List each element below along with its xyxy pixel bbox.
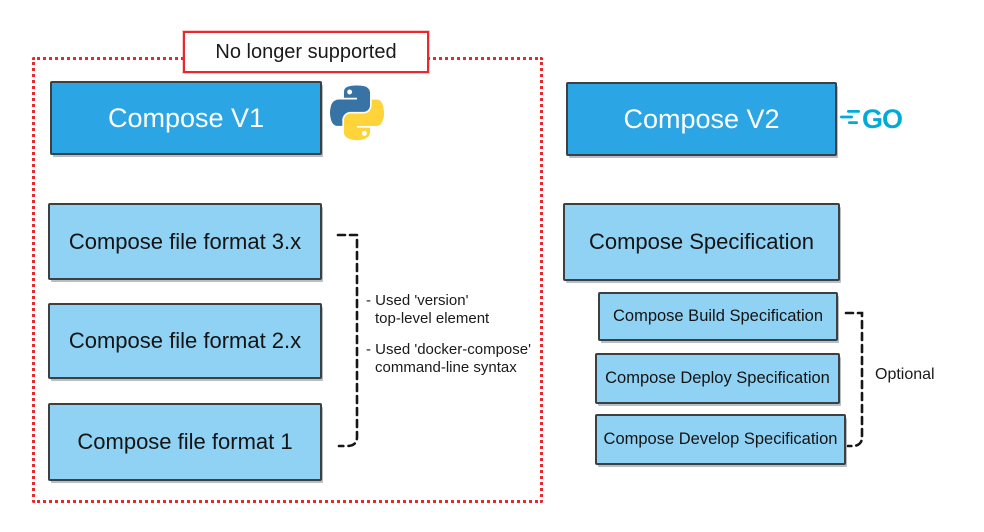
compose-develop-specification-box: Compose Develop Specification [595, 414, 846, 465]
compose-build-specification-box: Compose Build Specification [598, 292, 838, 341]
compose-v2-box: Compose V2 [566, 82, 837, 156]
note-docker-compose-line1: - Used 'docker-compose' [366, 341, 531, 358]
note-docker-compose-line2: command-line syntax [375, 359, 517, 376]
compose-build-specification-label: Compose Build Specification [612, 307, 824, 325]
optional-label: Optional [875, 366, 935, 383]
compose-deploy-specification-label: Compose Deploy Specification [605, 369, 830, 387]
compose-v1-label: Compose V1 [107, 102, 265, 133]
deprecated-banner-label: No longer supported [215, 40, 397, 63]
compose-specification-box: Compose Specification [563, 203, 840, 281]
note-version-line1: - Used 'version' [366, 292, 469, 309]
note-version-line2: top-level element [375, 310, 490, 327]
compose-file-format-3x-label: Compose file format 3.x [68, 228, 302, 254]
v1-notes: - Used 'version' top-level element - Use… [366, 292, 531, 390]
compose-v1-box: Compose V1 [50, 81, 322, 155]
compose-specification-label: Compose Specification [588, 229, 814, 254]
compose-file-format-3x-box: Compose file format 3.x [48, 203, 322, 280]
optional-bracket [844, 311, 864, 448]
note-version: - Used 'version' top-level element [366, 292, 531, 328]
svg-text:GO: GO [862, 104, 902, 134]
note-docker-compose: - Used 'docker-compose' command-line syn… [366, 341, 531, 377]
compose-file-format-2x-box: Compose file format 2.x [48, 303, 322, 379]
go-icon: GO [840, 104, 903, 134]
compose-file-format-1-box: Compose file format 1 [48, 403, 322, 481]
compose-develop-specification-label: Compose Develop Specification [603, 430, 838, 448]
compose-deploy-specification-box: Compose Deploy Specification [595, 353, 840, 404]
compose-file-format-2x-label: Compose file format 2.x [68, 328, 302, 353]
deprecated-banner: No longer supported [183, 31, 429, 73]
compose-v2-label: Compose V2 [623, 103, 780, 134]
compose-file-format-1-label: Compose file format 1 [77, 429, 293, 454]
python-icon [330, 85, 384, 141]
